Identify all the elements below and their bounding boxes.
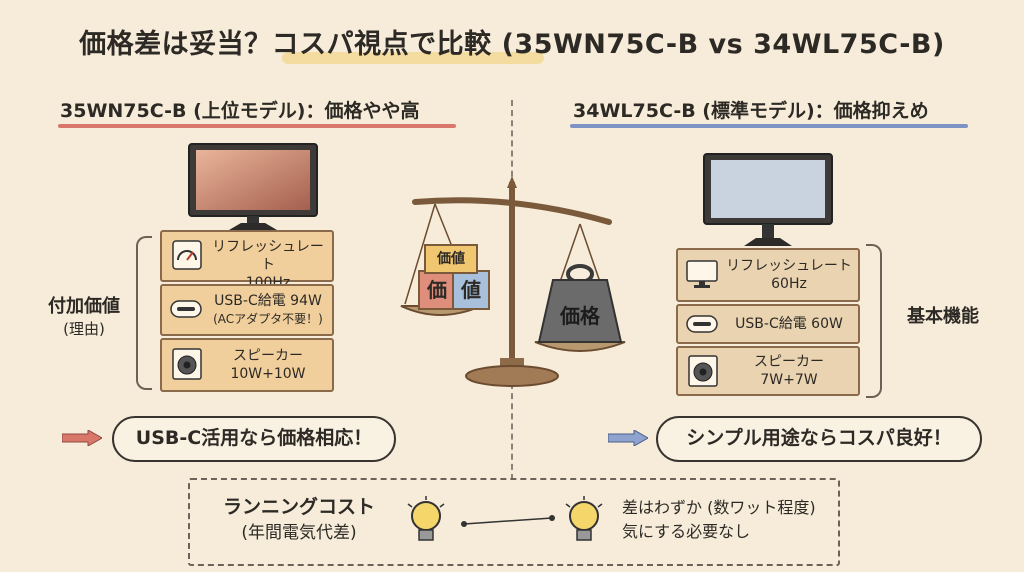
right-heading: 34WL75C-B (標準モデル)：価格抑えめ <box>573 100 929 122</box>
right-callout: シンプル用途ならコスパ良好！ <box>656 416 982 462</box>
right-arrow-icon <box>608 430 648 446</box>
right-feature-refresh: リフレッシュレート 60Hz <box>676 248 860 302</box>
right-heading-underline <box>570 124 968 128</box>
right-feature-refresh-line2: 60Hz <box>771 276 807 292</box>
left-bracket <box>136 236 152 390</box>
left-arrow-icon <box>62 430 102 446</box>
right-feature-speaker-line1: スピーカー <box>754 354 824 370</box>
running-cost-sublabel: (年間電気代差) <box>241 523 357 543</box>
left-heading: 35WN75C-B (上位モデル)：価格やや高 <box>60 100 420 122</box>
right-feature-usbc-line1: USB-C給電 60W <box>735 316 843 332</box>
connector-line <box>461 515 555 527</box>
left-feature-usbc-line1: USB-C給電 94W <box>214 293 322 309</box>
page-title: 価格差は妥当？コスパ視点で比較 (35WN75C-B vs 34WL75C-B) <box>79 29 945 60</box>
running-cost-note-line2: 気にする必要なし <box>622 522 751 541</box>
left-feature-speaker: スピーカー 10W+10W <box>160 338 334 392</box>
left-side-label: 付加価値 <box>48 296 120 317</box>
left-feature-speaker-line2: 10W+10W <box>230 366 306 382</box>
left-feature-usbc: USB-C給電 94W (ACアダプタ不要！) <box>160 284 334 336</box>
right-feature-usbc: USB-C給電 60W <box>676 304 860 344</box>
gauge-icon <box>172 240 202 270</box>
running-cost-label: ランニングコスト <box>222 496 375 518</box>
left-feature-usbc-line2: (ACアダプタ不要！) <box>213 312 323 326</box>
left-monitor-icon <box>188 143 318 230</box>
right-feature-refresh-line1: リフレッシュレート <box>726 258 852 274</box>
left-callout: USB-C活用なら価格相応！ <box>112 416 396 462</box>
right-side-label: 基本機能 <box>907 306 979 327</box>
left-feature-refresh: リフレッシュレート 100Hz <box>160 230 334 291</box>
right-feature-speaker-line2: 7W+7W <box>760 372 818 388</box>
title-highlight <box>282 52 544 64</box>
lightbulb-icon-left <box>407 496 445 541</box>
right-feature-speaker: スピーカー 7W+7W <box>676 346 860 396</box>
right-monitor-icon <box>703 153 833 246</box>
left-feature-refresh-line1: リフレッシュレート <box>212 239 324 273</box>
monitor-icon <box>686 260 718 288</box>
left-side-sublabel: (理由) <box>63 320 105 338</box>
speaker-icon-right <box>688 355 718 387</box>
left-heading-underline <box>58 124 456 128</box>
usb-c-port-icon-right <box>686 315 718 333</box>
value-cube-right: 値 <box>452 270 490 310</box>
value-cube-left: 価 <box>418 270 456 310</box>
left-feature-speaker-line1: スピーカー <box>233 348 303 364</box>
right-bracket <box>866 244 882 398</box>
usb-c-port-icon <box>170 300 202 318</box>
running-cost-note-line1: 差はわずか (数ワット程度) <box>622 498 816 517</box>
running-cost-box: ランニングコスト (年間電気代差) 差はわずか (数ワット程度) 気にする必要な… <box>188 478 840 566</box>
lightbulb-icon-right <box>565 496 603 541</box>
speaker-icon <box>172 348 202 380</box>
weight-icon <box>537 264 623 343</box>
value-cube-top: 価値 <box>424 244 478 274</box>
weight-label: 価格 <box>560 304 600 328</box>
